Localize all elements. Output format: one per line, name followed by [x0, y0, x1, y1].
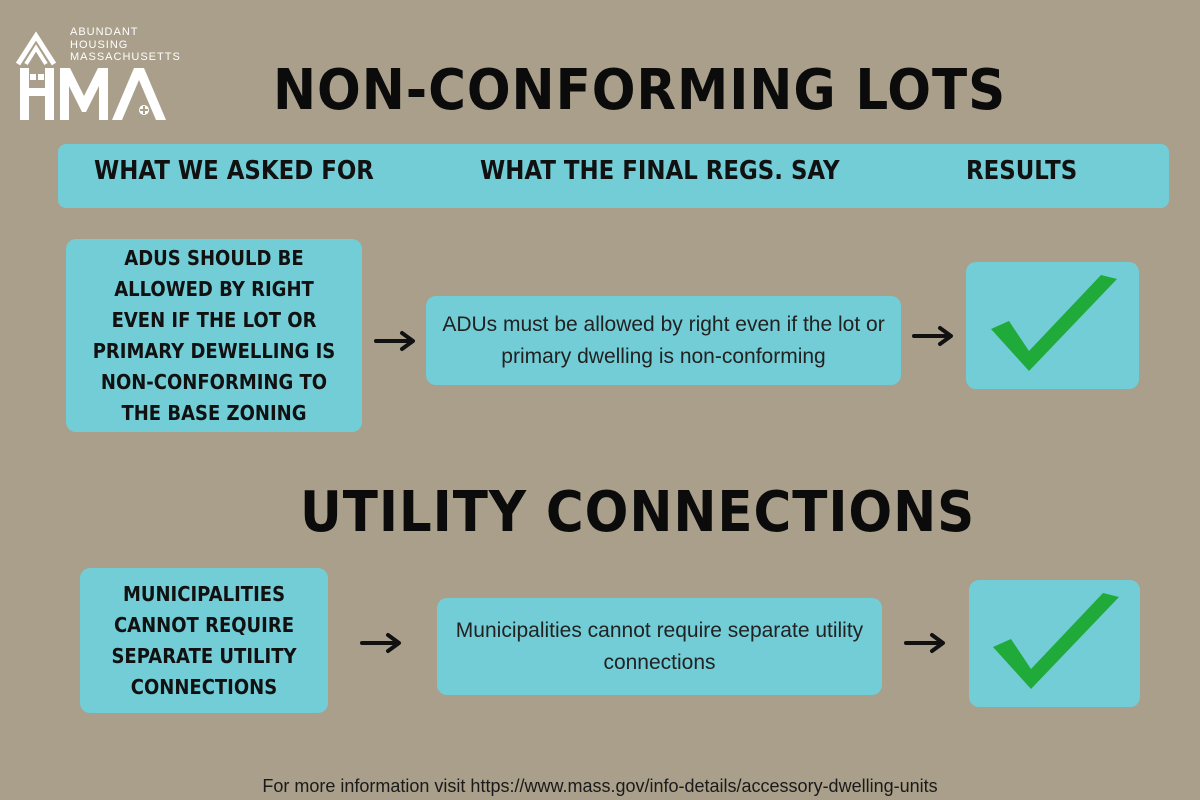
ask-card-non-conforming: ADUS SHOULD BE ALLOWED BY RIGHT EVEN IF …: [66, 239, 362, 432]
regulation-text: ADUs must be allowed by right even if th…: [442, 312, 885, 368]
ask-text: ADUS SHOULD BE ALLOWED BY RIGHT EVEN IF …: [92, 245, 336, 425]
arrow-right-icon: [904, 633, 945, 653]
logo-line-2: HOUSING: [70, 38, 129, 51]
logo-org-name: ABUNDANT HOUSING MASSACHUSETTS: [70, 26, 181, 64]
ask-card-utility: MUNICIPALITIES CANNOT REQUIRE SEPARATE U…: [80, 568, 328, 713]
logo-line-1: ABUNDANT: [70, 26, 139, 38]
footer-more-info: For more information visit https://www.m…: [262, 776, 938, 796]
regulation-card-utility: Municipalities cannot require separate u…: [437, 598, 882, 695]
arrow-right-icon: [360, 633, 401, 653]
column-header-bar: [58, 144, 1169, 208]
section-title-non-conforming: NON-CONFORMING LOTS: [273, 58, 1007, 123]
column-header-regs: WHAT THE FINAL REGS. SAY: [480, 156, 840, 186]
regulation-card-non-conforming: ADUs must be allowed by right even if th…: [426, 296, 901, 385]
section-title-utility: UTILITY CONNECTIONS: [300, 480, 976, 545]
hma-logo: [15, 26, 176, 126]
column-header-results: RESULTS: [966, 156, 1078, 186]
arrow-right-icon: [912, 326, 953, 346]
ask-text: MUNICIPALITIES CANNOT REQUIRE SEPARATE U…: [111, 581, 297, 699]
column-header-asked: WHAT WE ASKED FOR: [94, 156, 374, 186]
arrow-right-icon: [374, 331, 415, 351]
regulation-text: Municipalities cannot require separate u…: [455, 618, 864, 674]
result-card-utility: [969, 580, 1140, 707]
house-logo-icon: [15, 31, 166, 120]
result-card-non-conforming: [966, 262, 1139, 389]
checkmark-icon: [992, 592, 1119, 689]
checkmark-icon: [990, 274, 1117, 371]
logo-line-3: MASSACHUSETTS: [70, 51, 181, 63]
